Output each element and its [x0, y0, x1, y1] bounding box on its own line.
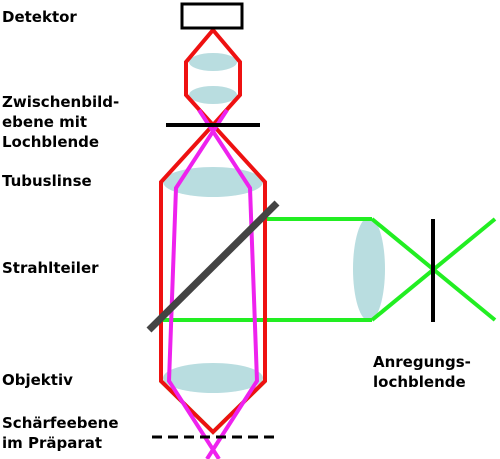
label-excitation-pinhole-line2: lochblende — [373, 373, 466, 391]
label-intermediate-plane: Zwischenbild- ebene mit Lochblende — [2, 92, 119, 152]
objective-lens — [163, 363, 263, 393]
label-tube-lens: Tubuslinse — [2, 171, 92, 191]
out-of-focus-beam — [166, 108, 260, 459]
detector-box — [180, 2, 244, 30]
label-detector: Detektor — [2, 7, 77, 27]
label-intermediate-plane-line2: ebene mit — [2, 113, 88, 131]
excitation-beam — [159, 217, 497, 435]
label-detector-text: Detektor — [2, 8, 77, 26]
label-tube-lens-text: Tubuslinse — [2, 172, 92, 190]
label-beam-splitter-text: Strahlteiler — [2, 259, 99, 277]
label-focal-plane-line2: im Präparat — [2, 434, 103, 452]
detector-lens-lower — [189, 86, 237, 104]
label-intermediate-plane-line1: Zwischenbild- — [2, 93, 120, 111]
label-intermediate-plane-line3: Lochblende — [2, 133, 100, 151]
label-objective: Objektiv — [2, 370, 73, 390]
beam-splitter — [146, 200, 280, 333]
label-objective-text: Objektiv — [2, 371, 73, 389]
label-focal-plane-line1: Schärfeebene — [2, 414, 119, 432]
detector-lens-upper — [189, 53, 237, 71]
label-focal-plane: Schärfeebene im Präparat — [2, 413, 119, 453]
label-beam-splitter: Strahlteiler — [2, 258, 99, 278]
excitation-lens — [353, 217, 385, 321]
label-excitation-pinhole-line1: Anregungs- — [373, 353, 471, 371]
tube-lens — [163, 167, 263, 197]
detection-beam — [159, 26, 267, 435]
label-excitation-pinhole: Anregungs- lochblende — [373, 352, 471, 392]
